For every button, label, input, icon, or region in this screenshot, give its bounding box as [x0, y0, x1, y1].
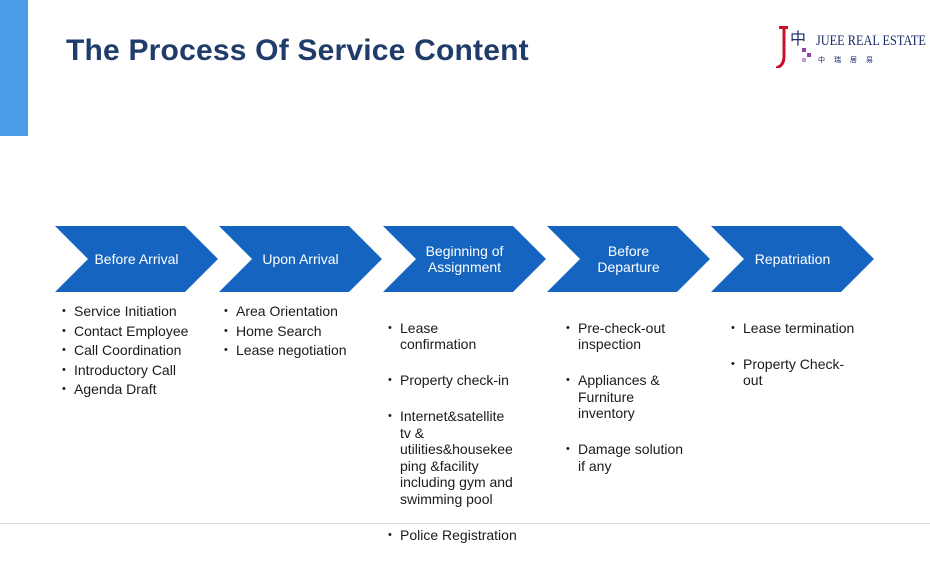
stage-items-list: Area Orientation Home Search Lease negot…: [224, 303, 374, 362]
stage-items-list: Lease termination Property Check- out: [731, 303, 881, 408]
stage-items-list: Pre-check-out inspection Appliances & Fu…: [566, 303, 706, 494]
stage-label: Upon Arrival: [219, 226, 382, 292]
stage-items-list: Service Initiation Contact Employee Call…: [62, 303, 212, 401]
list-item: Pre-check-out inspection: [566, 320, 706, 353]
stage-label-line: Beginning of: [425, 243, 504, 259]
logo-text: JUEE REAL ESTATE: [816, 33, 926, 49]
list-item: Appliances & Furniture inventory: [566, 372, 706, 422]
chevron-shape: [547, 226, 710, 292]
list-item: Damage solution if any: [566, 441, 706, 474]
list-item: Home Search: [224, 323, 374, 340]
list-item: Contact Employee: [62, 323, 212, 340]
chevron-shape: [219, 226, 382, 292]
list-item: Lease termination: [731, 320, 881, 337]
list-item: Lease confirmation: [388, 320, 538, 353]
list-item: Property Check- out: [731, 356, 881, 389]
list-item: Property check-in: [388, 372, 538, 389]
list-item: Agenda Draft: [62, 381, 212, 398]
stage-label-line: Assignment: [427, 259, 502, 275]
stage-label-line: Before Arrival: [94, 251, 179, 267]
list-item: Introductory Call: [62, 362, 212, 379]
chevron-shape: [711, 226, 874, 292]
page-title: The Process Of Service Content: [66, 34, 529, 67]
stage-label: Repatriation: [711, 226, 874, 292]
logo-mark-icon: 中: [776, 26, 811, 68]
stage-label-line: Before: [607, 243, 650, 259]
list-item: Lease negotiation: [224, 342, 374, 359]
stage-label: Beginning of Assignment: [383, 226, 546, 292]
company-logo: 中 JUEE REAL ESTATE 中瑞居易: [776, 22, 926, 68]
list-item: Call Coordination: [62, 342, 212, 359]
stage-label-line: Departure: [597, 259, 660, 275]
chevron-shape: [55, 226, 218, 292]
slide: The Process Of Service Content 中 JUEE RE…: [0, 0, 930, 524]
stage-label-line: Repatriation: [754, 251, 831, 267]
list-item: Area Orientation: [224, 303, 374, 320]
list-item: Police Registration: [388, 527, 538, 544]
accent-bar: [0, 0, 28, 136]
stage-label: Before Arrival: [55, 226, 218, 292]
logo-chinese-text: 中瑞居易: [818, 57, 882, 64]
list-item: Service Initiation: [62, 303, 212, 320]
chevron-shape: [383, 226, 546, 292]
stage-label-line: Upon Arrival: [262, 251, 339, 267]
logo-mark-glyph: 中: [790, 29, 806, 48]
list-item: Internet&satellite tv & utilities&housek…: [388, 408, 538, 507]
stage-label: Before Departure: [547, 226, 710, 292]
